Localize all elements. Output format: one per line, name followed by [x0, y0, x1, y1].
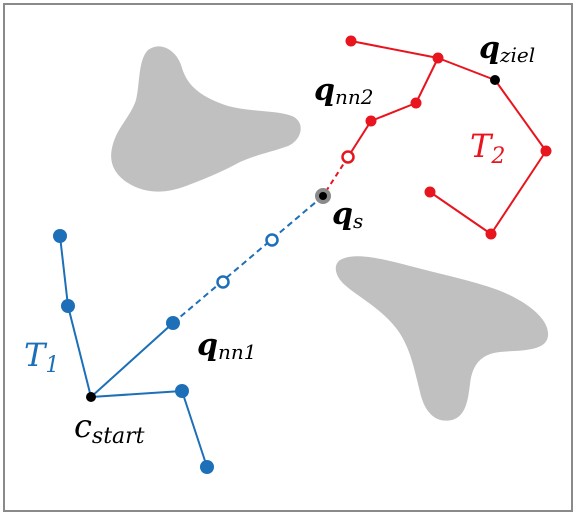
t1-node	[200, 460, 214, 474]
label-q-nn1: qnn1	[197, 328, 256, 364]
t2-node	[424, 186, 436, 198]
t2-edge	[350, 40, 439, 59]
t1-node-qnn1	[166, 316, 180, 330]
t2-edge	[347, 120, 372, 158]
t2-node-hollow	[341, 150, 355, 164]
label-c-start: cstart	[74, 407, 145, 449]
t2-node	[432, 52, 444, 64]
t1-edge	[90, 322, 174, 398]
t1-edge	[181, 390, 208, 468]
start-node	[86, 392, 96, 402]
obstacle-top-left	[111, 46, 301, 192]
t1-edge	[59, 235, 69, 307]
t2-node	[540, 145, 552, 157]
t2-edge	[437, 57, 496, 81]
t2-edge	[429, 191, 492, 235]
qs-node	[319, 192, 327, 200]
label-q-nn2: qnn2	[314, 73, 373, 109]
t2-edge	[490, 150, 547, 235]
t1-edge	[67, 305, 92, 398]
diagram-frame	[3, 3, 573, 512]
obstacle-bottom-right	[335, 256, 549, 421]
label-T2: T2	[470, 127, 505, 169]
t2-edge	[415, 57, 439, 104]
t1-node	[175, 384, 189, 398]
t2-node-qnn2	[365, 115, 377, 127]
t2-edge	[494, 79, 547, 152]
t2-node	[485, 228, 497, 240]
t1-node	[53, 229, 67, 243]
t1-edge	[90, 390, 183, 398]
label-q-ziel: qziel	[479, 31, 535, 67]
label-q-s: qs	[332, 197, 363, 233]
tree-T1	[53, 195, 324, 474]
t2-node	[345, 35, 357, 47]
t1-node	[61, 299, 75, 313]
label-T1: T1	[24, 336, 59, 378]
t2-node	[410, 97, 422, 109]
t1-extend-dashed	[172, 195, 324, 324]
t1-node-hollow	[216, 275, 230, 289]
t2-edge	[370, 102, 417, 122]
goal-node	[490, 75, 500, 85]
t1-node-hollow	[265, 233, 279, 247]
